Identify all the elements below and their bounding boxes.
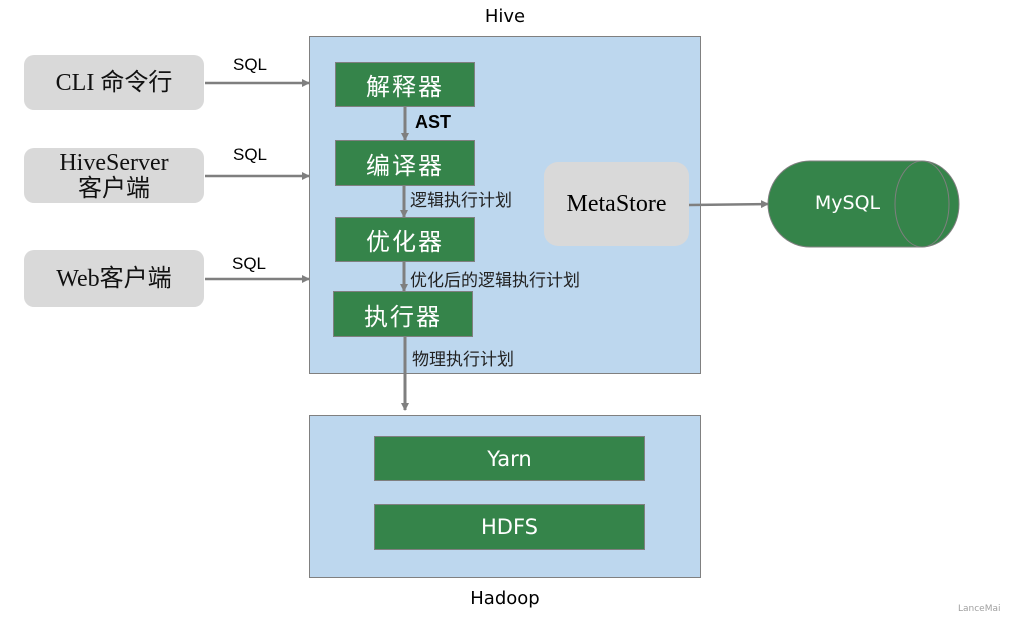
interpreter-label: 解释器 [366, 73, 444, 101]
yarn-label: Yarn [487, 446, 532, 471]
optimizer-box: 优化器 [335, 217, 475, 262]
optimizer-label: 优化器 [366, 228, 444, 256]
client-cli: CLI 命令行 [24, 55, 204, 110]
metastore-box: MetaStore [544, 162, 689, 246]
client-hiveserver-label-line2: 客户端 [78, 175, 150, 202]
hdfs-box: HDFS [374, 504, 645, 550]
executor-label: 执行器 [364, 302, 442, 331]
compiler-label: 编译器 [366, 151, 444, 180]
mysql-label: MySQL [814, 192, 881, 214]
yarn-box: Yarn [374, 436, 645, 481]
hdfs-label: HDFS [480, 515, 538, 539]
client-hiveserver-label-line1: HiveServer [59, 149, 169, 176]
sql-label-web: SQL [232, 254, 267, 273]
mysql-cylinder-end [894, 160, 950, 248]
client-web-label: Web客户端 [56, 265, 172, 292]
flow-label-ast: AST [415, 112, 451, 132]
flow-label-logical-plan: 逻辑执行计划 [410, 191, 512, 211]
interpreter-box: 解释器 [335, 62, 475, 107]
client-cli-label: CLI 命令行 [55, 69, 173, 96]
client-hiveserver: HiveServer 客户端 [24, 148, 204, 203]
sql-label-cli: SQL [233, 55, 268, 74]
flow-label-physical-plan: 物理执行计划 [412, 350, 514, 370]
hive-title: Hive [484, 6, 526, 27]
client-web: Web客户端 [24, 250, 204, 307]
compiler-box: 编译器 [335, 140, 475, 186]
hadoop-title: Hadoop [470, 588, 540, 609]
sql-label-hiveserver: SQL [233, 145, 268, 164]
metastore-label: MetaStore [566, 190, 667, 217]
flow-label-optimized-plan: 优化后的逻辑执行计划 [410, 271, 580, 291]
watermark: LanceMai [958, 604, 1001, 614]
executor-box: 执行器 [333, 291, 473, 337]
